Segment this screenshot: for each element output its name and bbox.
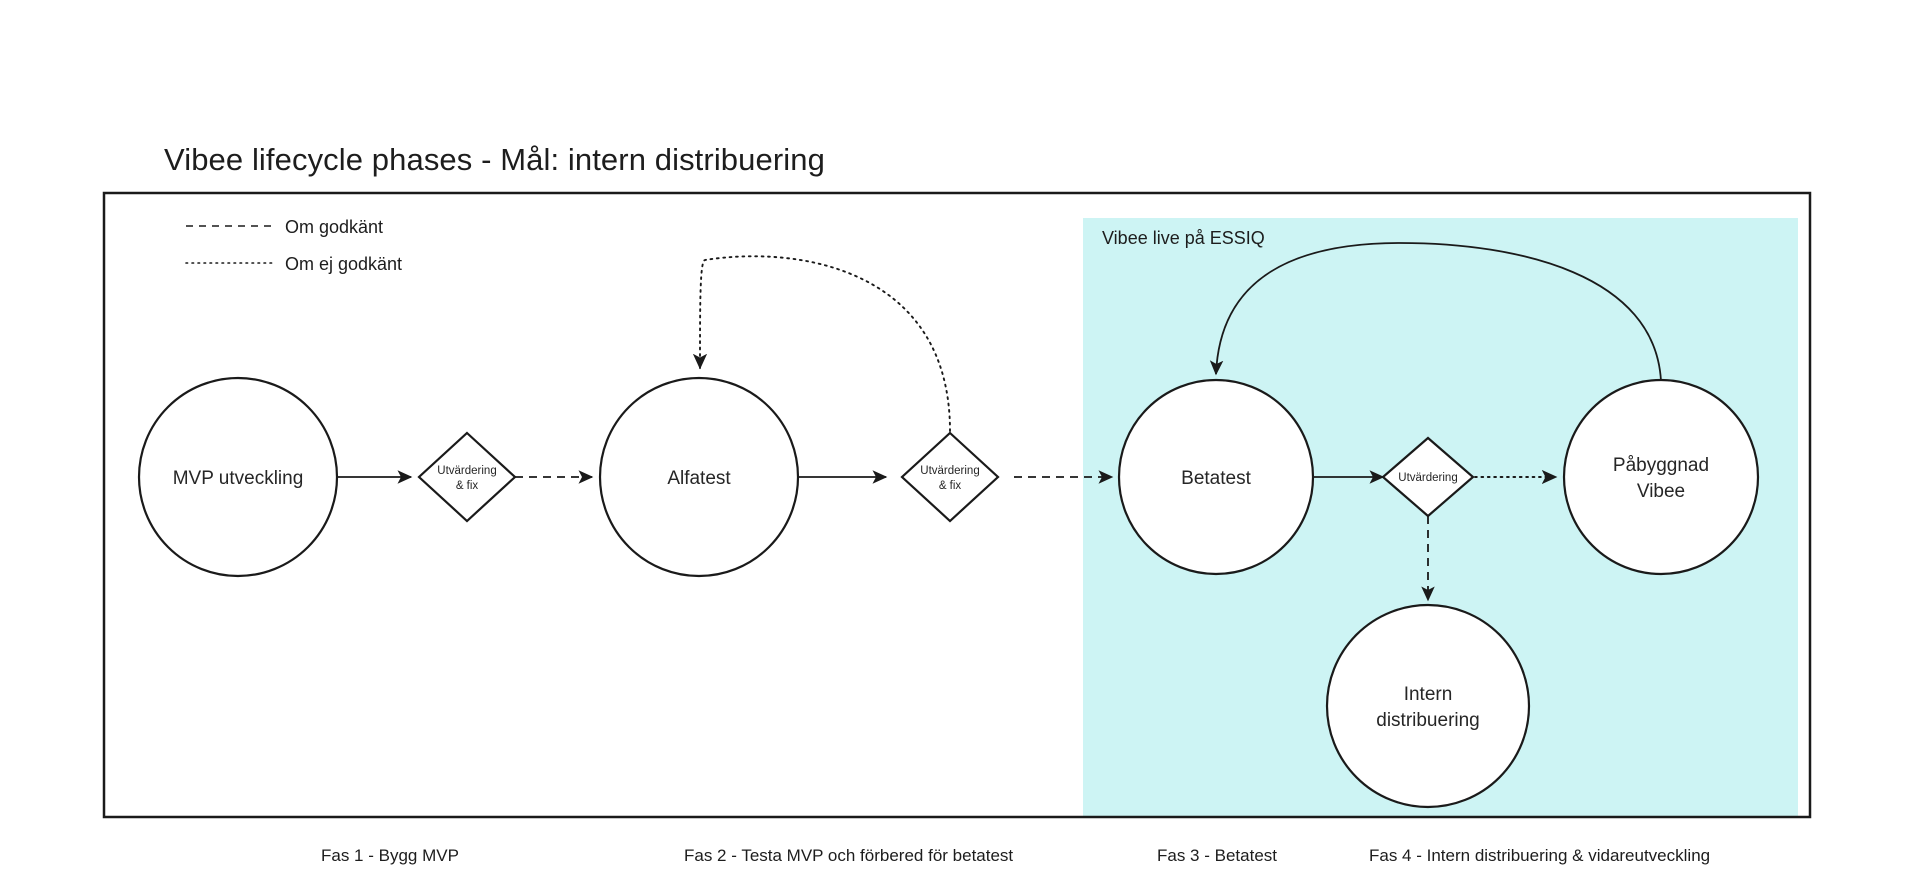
- node-label-intern-line2: distribuering: [1376, 710, 1480, 731]
- node-circle: [1562, 378, 1760, 576]
- gate1-label-line1: Utvärdering: [437, 465, 496, 477]
- node-circle: [1325, 603, 1531, 809]
- gate3-label-line1: Utvärdering: [1398, 472, 1457, 484]
- phase-label-fas4: Fas 4 - Intern distribuering & vidareutv…: [1369, 846, 1710, 865]
- node-label-alfatest: Alfatest: [667, 468, 731, 489]
- phase-label-fas3: Fas 3 - Betatest: [1157, 846, 1277, 865]
- diagram-frame: [102, 191, 1812, 819]
- legend-label-om-ej-godkant: Om ej godkänt: [285, 254, 402, 274]
- node-pabyggnad-vibee[interactable]: Påbyggnad Vibee: [1562, 378, 1760, 576]
- node-intern-distribuering[interactable]: Intern distribuering: [1325, 603, 1531, 809]
- gate1-label-line2: & fix: [456, 480, 479, 492]
- gate2-label-line2: & fix: [939, 480, 962, 492]
- node-diamond: [417, 431, 517, 523]
- gate2-label-line1: Utvärdering: [920, 465, 979, 477]
- node-gate-utvardering-fix-2[interactable]: Utvärdering & fix: [900, 431, 1000, 523]
- legend-label-om-godkant: Om godkänt: [285, 217, 383, 237]
- node-gate-utvardering-3[interactable]: Utvärdering: [1381, 436, 1475, 518]
- page-title: Vibee lifecycle phases - Mål: intern dis…: [164, 142, 825, 177]
- node-mvp-utveckling[interactable]: MVP utveckling: [137, 376, 339, 578]
- node-diamond: [1381, 436, 1475, 518]
- edge-pabyggnad-to-betatest: [1209, 242, 1662, 382]
- edge-gate2-to-alfatest-retry: [692, 255, 951, 432]
- node-circle: [1117, 378, 1315, 576]
- node-diamond: [900, 431, 1000, 523]
- phase-label-fas2: Fas 2 - Testa MVP och förbered för betat…: [684, 846, 1013, 865]
- node-label-intern-line1: Intern: [1404, 684, 1453, 705]
- phase-label-fas1: Fas 1 - Bygg MVP: [321, 846, 459, 865]
- node-label-pabyggnad-line2: Vibee: [1637, 481, 1685, 502]
- node-label-betatest: Betatest: [1181, 468, 1251, 489]
- legend: Om godkänt Om ej godkänt: [185, 217, 402, 274]
- node-circle: [137, 376, 339, 578]
- node-alfatest[interactable]: Alfatest: [598, 376, 800, 578]
- node-label-mvp: MVP utveckling: [173, 468, 304, 489]
- node-circle: [598, 376, 800, 578]
- node-gate-utvardering-fix-1[interactable]: Utvärdering & fix: [417, 431, 517, 523]
- node-label-pabyggnad-line1: Påbyggnad: [1613, 455, 1709, 476]
- region-label: Vibee live på ESSIQ: [1102, 228, 1265, 248]
- node-betatest[interactable]: Betatest: [1117, 378, 1315, 576]
